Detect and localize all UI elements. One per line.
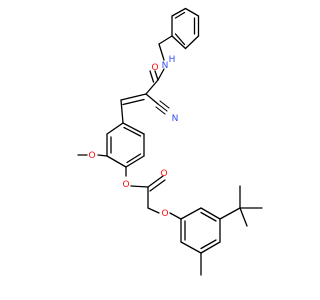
bond [154, 70, 159, 81]
bond [106, 155, 127, 168]
bond [174, 11, 186, 19]
bond [200, 207, 221, 220]
bond [180, 207, 202, 220]
bond [158, 43, 165, 61]
atom-label-n-nitrile: N [172, 114, 179, 124]
bond [147, 175, 164, 188]
bond [180, 241, 202, 254]
bond [122, 98, 145, 106]
bond [200, 239, 217, 250]
chemical-structure-diagram: O N H N O O O O [77, 7, 263, 276]
bond [106, 122, 124, 135]
bond [171, 7, 187, 17]
bond [174, 33, 186, 46]
atom-label-h-amide: H [169, 55, 176, 65]
bond [125, 155, 145, 168]
bond [219, 207, 241, 220]
bond [155, 106, 166, 115]
bond [200, 241, 221, 254]
bond [159, 100, 170, 109]
atom-label-o-carbonyl-amide: O [151, 63, 158, 73]
bond [184, 35, 200, 50]
bond-lines [77, 7, 263, 276]
bond [149, 70, 155, 83]
bond [157, 103, 168, 112]
bond [120, 93, 147, 101]
atom-label-o-ether: O [161, 209, 168, 219]
bond [145, 79, 159, 95]
bond [158, 35, 173, 45]
bond [126, 153, 142, 164]
atom-label-o-carbonyl-ester: O [160, 169, 167, 179]
bond [239, 207, 248, 227]
bond [157, 68, 165, 81]
bond [123, 126, 142, 137]
atom-label-o-ester: O [122, 180, 129, 190]
bond [171, 35, 187, 50]
atom-labels: O N H N O O O O [88, 55, 178, 219]
atom-label-n-amide: N [162, 61, 169, 71]
bond [130, 185, 149, 188]
bond [200, 211, 217, 222]
bond [122, 122, 145, 135]
bond [120, 99, 124, 124]
bond [147, 207, 160, 214]
bond [97, 154, 108, 157]
bond [169, 212, 182, 220]
bond [145, 93, 159, 105]
atom-label-o-methoxy: O [88, 151, 95, 161]
bond [149, 179, 166, 192]
bond [184, 7, 200, 17]
